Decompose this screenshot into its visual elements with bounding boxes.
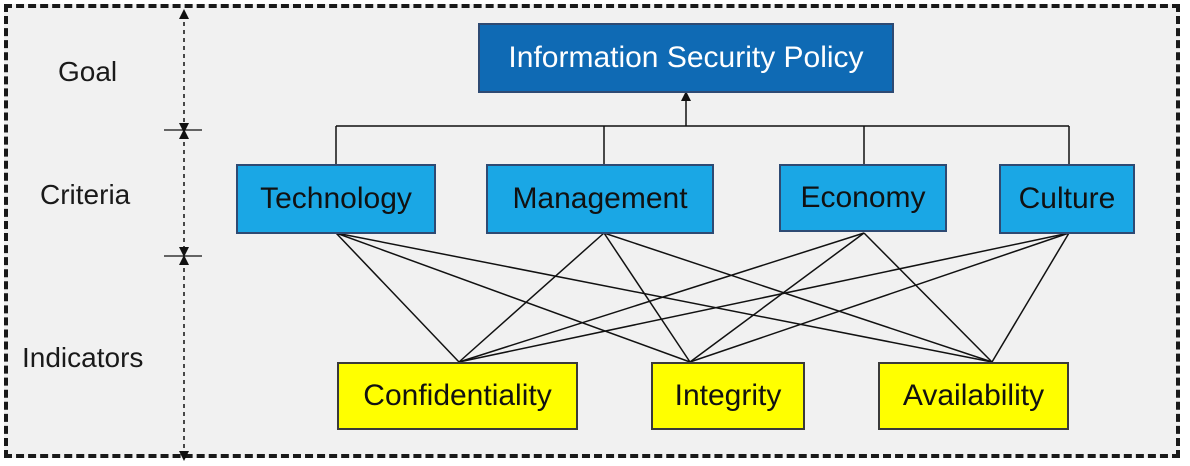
- indicator-node-integrity: Integrity: [651, 362, 805, 430]
- criteria-node-label: Culture: [1018, 182, 1116, 215]
- criteria-node-culture: Culture: [999, 164, 1135, 234]
- indicator-node-label: Confidentiality: [363, 379, 552, 412]
- goal-node-label: Information Security Policy: [508, 41, 864, 74]
- criteria-node-management: Management: [486, 164, 714, 234]
- level-label-indicators: Indicators: [22, 342, 144, 373]
- criteria-node-label: Management: [512, 182, 688, 215]
- indicator-node-confidentiality: Confidentiality: [337, 362, 578, 430]
- level-label-goal: Goal: [58, 56, 118, 87]
- goal-node: Information Security Policy: [478, 23, 894, 93]
- criteria-to-indicator-links: [335, 232, 1070, 363]
- indicator-node-availability: Availability: [878, 362, 1069, 430]
- indicator-node-label: Integrity: [674, 379, 782, 412]
- criteria-to-goal-tree: [335, 91, 1070, 164]
- criteria-node-technology: Technology: [236, 164, 436, 234]
- indicator-node-label: Availability: [902, 379, 1045, 412]
- criteria-node-label: Economy: [800, 181, 926, 214]
- criteria-node-economy: Economy: [779, 164, 947, 232]
- level-range-arrows: [164, 8, 202, 461]
- level-label-criteria: Criteria: [40, 179, 131, 210]
- criteria-node-label: Technology: [260, 182, 412, 215]
